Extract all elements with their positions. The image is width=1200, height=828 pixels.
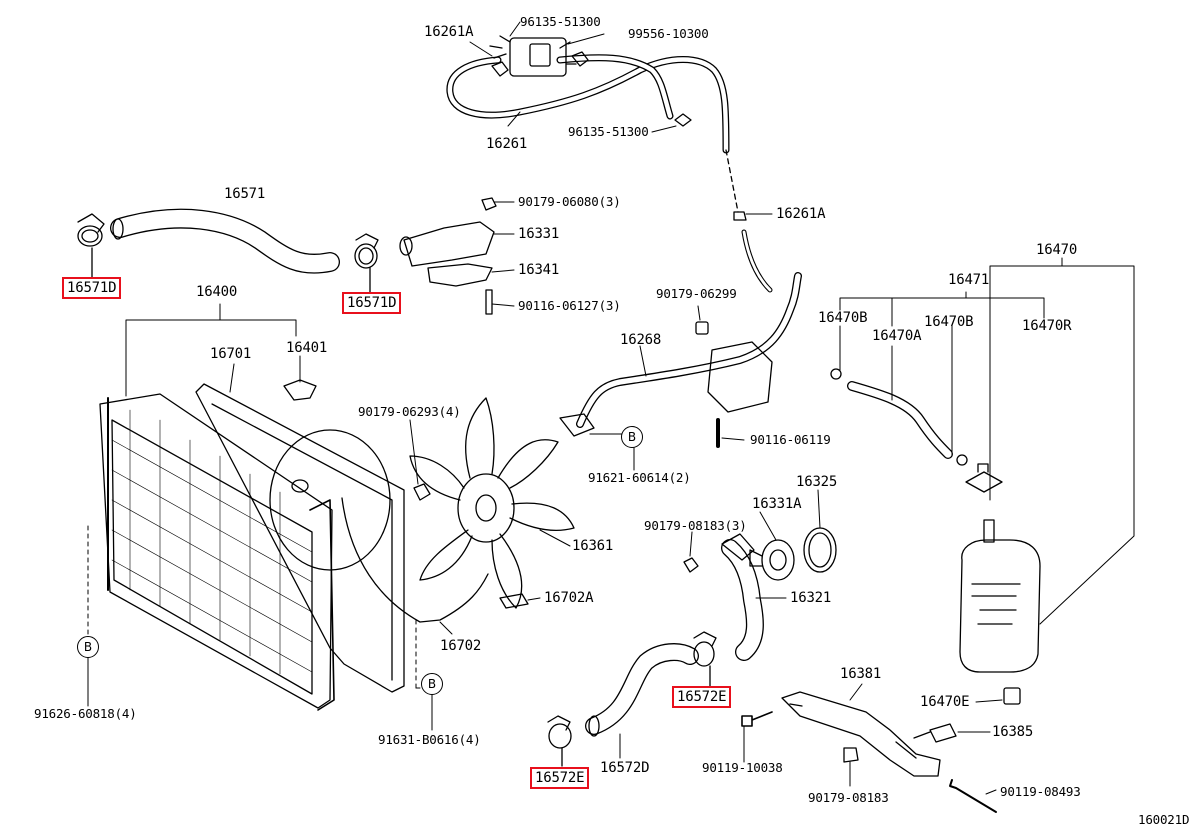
part-label-16702A: 16702A	[544, 590, 594, 606]
dashed-leader	[725, 149, 739, 213]
fan-16361	[409, 397, 575, 609]
clip-90179-06293	[413, 483, 431, 501]
part-label-90119-08493: 90119-08493	[1000, 784, 1081, 799]
cap-16401	[283, 379, 317, 401]
water-pipe-16268	[559, 229, 802, 448]
part-label-16261A: 16261A	[424, 24, 474, 40]
fan-shroud-16701	[195, 383, 405, 693]
reserve-tank-16470	[959, 519, 1041, 705]
radiator-16400	[99, 393, 335, 711]
part-label-90116-06127: 90116-06127(3)	[518, 298, 621, 313]
part-label-90119-10038: 90119-10038	[702, 760, 783, 775]
reference-marker-b: B	[77, 636, 99, 658]
leader-lines	[125, 21, 1135, 795]
part-label-16361: 16361	[572, 538, 614, 554]
part-label-90179-06293: 90179-06293(4)	[358, 404, 461, 419]
part-label-16385: 16385	[992, 724, 1034, 740]
clamp-16572E-lower	[547, 715, 572, 749]
sensor-16385	[913, 723, 957, 743]
part-label-90116-06119: 90116-06119	[750, 432, 831, 447]
gasket-16341	[427, 263, 493, 287]
part-label-16702: 16702	[440, 638, 482, 654]
nut-90179-08183b	[843, 747, 859, 763]
clamp-16572E-upper	[693, 631, 717, 667]
thermostat-16331A	[749, 539, 795, 581]
part-label-90179-08183: 90179-08183	[808, 790, 889, 805]
part-label-16401: 16401	[286, 340, 328, 356]
part-label-16341: 16341	[518, 262, 560, 278]
diagram-code-160021D: 160021D	[1138, 812, 1190, 827]
part-label-91621-60614: 91621-60614(2)	[588, 470, 691, 485]
part-label-16381: 16381	[840, 666, 882, 682]
clamp-16571D-left	[77, 213, 105, 247]
part-label-90179-06080: 90179-06080(3)	[518, 194, 621, 209]
part-label-16470B-right: 16470B	[924, 314, 974, 330]
part-label-16261: 16261	[486, 136, 528, 152]
part-label-99556-10300: 99556-10300	[628, 26, 709, 41]
hose-16572D	[585, 643, 699, 737]
part-label-16571: 16571	[224, 186, 266, 202]
hose-16321	[721, 533, 764, 661]
part-label-91626-60818: 91626-60818(4)	[34, 706, 137, 721]
bypass-hose-16261	[446, 35, 730, 154]
part-label-91631-B0616: 91631-B0616(4)	[378, 732, 481, 747]
part-label-16325: 16325	[796, 474, 838, 490]
bracket-16381	[781, 691, 941, 777]
fitting-16261A	[733, 211, 747, 221]
part-label-96135-51300-lower: 96135-51300	[568, 124, 649, 139]
reference-marker-b: B	[621, 426, 643, 448]
water-outlet-16331	[399, 197, 497, 267]
bolt-90116-06127	[485, 289, 493, 315]
bolt-90119-10038	[741, 711, 773, 727]
cap-16471	[965, 463, 1003, 493]
part-label-90179-08183-3: 90179-08183(3)	[644, 518, 747, 533]
part-label-16331: 16331	[518, 226, 560, 242]
part-label-16470E: 16470E	[920, 694, 970, 710]
shroud-16702	[341, 497, 489, 623]
part-label-16470B-left: 16470B	[818, 310, 868, 326]
highlight-label-16572E-lower[interactable]: 16572E	[530, 767, 590, 789]
part-label-16268: 16268	[620, 332, 662, 348]
clamp-16571D-right	[354, 233, 379, 269]
part-label-16400: 16400	[196, 284, 238, 300]
part-label-16470A: 16470A	[872, 328, 922, 344]
dashed-reference-lines	[87, 433, 623, 689]
part-label-16471: 16471	[948, 272, 990, 288]
upper-hose-16571	[110, 208, 340, 274]
part-label-16470: 16470	[1036, 242, 1078, 258]
bolt-90119-08493	[949, 779, 997, 813]
nut-90179-08183	[683, 557, 699, 573]
part-label-16470R: 16470R	[1022, 318, 1072, 334]
clip-16702A	[499, 593, 529, 609]
part-label-16572D: 16572D	[600, 760, 650, 776]
highlight-label-16572E-upper[interactable]: 16572E	[672, 686, 732, 708]
part-label-90179-06299: 90179-06299	[656, 286, 737, 301]
part-label-16261A-right: 16261A	[776, 206, 826, 222]
highlight-label-16571D-left[interactable]: 16571D	[62, 277, 122, 299]
part-label-16701: 16701	[210, 346, 252, 362]
part-label-16321: 16321	[790, 590, 832, 606]
highlight-label-16571D-right[interactable]: 16571D	[342, 292, 402, 314]
part-label-96135-51300: 96135-51300	[520, 14, 601, 29]
reference-marker-b: B	[421, 673, 443, 695]
part-label-16331A: 16331A	[752, 496, 802, 512]
